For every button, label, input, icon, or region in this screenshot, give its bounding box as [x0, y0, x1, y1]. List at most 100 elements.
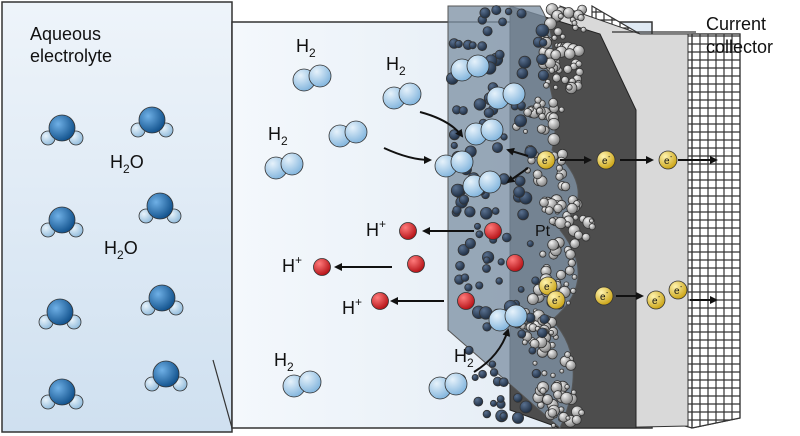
- proton: [408, 256, 425, 273]
- pt-particle: [533, 170, 542, 179]
- pt-particle: [543, 395, 553, 405]
- pt-particle: [561, 182, 570, 191]
- pt-particle: [579, 410, 585, 416]
- water-oxygen-atom: [139, 107, 165, 133]
- pt-particle: [553, 74, 561, 82]
- pt-particle: [524, 130, 528, 134]
- pt-particle: [566, 416, 570, 420]
- pt-particle: [564, 282, 569, 287]
- carbon-particle: [513, 394, 522, 403]
- pt-particle: [548, 118, 560, 130]
- carbon-particle: [490, 400, 496, 406]
- pt-particle: [549, 68, 555, 74]
- carbon-particle: [476, 231, 483, 238]
- carbon-particle: [469, 42, 476, 49]
- carbon-particle: [519, 56, 531, 68]
- h2-atom: [467, 55, 489, 77]
- pt-particle: [556, 270, 565, 279]
- pt-particle: [542, 371, 547, 376]
- pt-particle: [537, 108, 543, 114]
- pt-particle: [548, 349, 558, 359]
- carbon-particle: [538, 70, 548, 80]
- pt-particle: [554, 85, 558, 89]
- pt-particle: [564, 49, 575, 60]
- pt-particle: [565, 352, 571, 358]
- pt-particle: [571, 288, 576, 293]
- carbon-particle: [474, 99, 486, 111]
- collector-label-line2: collector: [706, 37, 773, 57]
- pt-particle: [578, 15, 584, 21]
- pt-particle: [548, 409, 557, 418]
- carbon-particle: [492, 208, 499, 215]
- carbon-particle: [537, 328, 547, 338]
- carbon-particle: [493, 143, 503, 153]
- h2-atom: [445, 373, 467, 395]
- electrolyte-panel: [2, 2, 232, 432]
- carbon-particle: [498, 259, 504, 265]
- electron: e-: [547, 291, 565, 309]
- pt-particle: [560, 34, 565, 39]
- carbon-particle: [459, 107, 467, 115]
- pt-particle: [533, 361, 537, 365]
- pt-particle: [548, 134, 560, 146]
- pt-particle: [576, 61, 582, 67]
- carbon-particle: [496, 278, 503, 285]
- pt-particle: [556, 165, 562, 171]
- aqueous-label-line2: electrolyte: [30, 46, 112, 66]
- carbon-particle: [518, 330, 526, 338]
- carbon-particle: [472, 374, 478, 380]
- carbon-particle: [465, 284, 472, 291]
- electron: e-: [669, 281, 687, 299]
- pt-particle: [551, 373, 556, 378]
- pt-particle: [581, 27, 586, 32]
- proton: [458, 293, 475, 310]
- carbon-particle: [459, 195, 468, 204]
- carbon-particle: [461, 274, 469, 282]
- carbon-particle: [483, 410, 491, 418]
- pt-particle: [549, 98, 558, 107]
- carbon-particle: [518, 287, 524, 293]
- h2-atom: [451, 151, 473, 173]
- carbon-particle: [514, 187, 525, 198]
- pt-particle: [561, 392, 573, 404]
- water-oxygen-atom: [47, 299, 73, 325]
- pt-particle: [540, 388, 546, 394]
- carbon-particle: [500, 413, 507, 420]
- carbon-particle: [515, 176, 525, 186]
- water-oxygen-atom: [49, 207, 75, 233]
- water-oxygen-atom: [153, 361, 179, 387]
- pt-particle: [535, 97, 541, 103]
- pt-particle: [545, 207, 553, 215]
- carbon-particle: [527, 241, 533, 247]
- pt-particle: [589, 219, 593, 223]
- current-collector-side: [692, 34, 740, 428]
- h2-atom: [399, 83, 421, 105]
- water-oxygen-atom: [49, 115, 75, 141]
- carbon-particle: [490, 369, 498, 377]
- carbon-particle: [483, 27, 492, 36]
- water-oxygen-atom: [147, 193, 173, 219]
- carbon-particle: [456, 261, 465, 270]
- pt-label: Pt: [535, 223, 551, 240]
- carbon-particle: [492, 6, 501, 15]
- electron: e-: [595, 287, 613, 305]
- carbon-particle: [479, 370, 487, 378]
- carbon-particle: [512, 412, 523, 423]
- pt-particle: [527, 294, 538, 305]
- pt-particle: [549, 330, 554, 335]
- carbon-particle: [529, 347, 536, 354]
- carbon-particle: [539, 39, 547, 47]
- pt-particle: [560, 369, 564, 373]
- electron: e-: [647, 291, 665, 309]
- carbon-particle: [502, 233, 511, 242]
- h2-atom: [479, 171, 501, 193]
- pt-particle: [574, 231, 582, 239]
- carbon-particle: [474, 223, 480, 229]
- carbon-particle: [474, 397, 483, 406]
- carbon-particle: [532, 277, 540, 285]
- pt-particle: [572, 415, 581, 424]
- h2-atom: [309, 65, 331, 87]
- pt-particle: [555, 217, 566, 228]
